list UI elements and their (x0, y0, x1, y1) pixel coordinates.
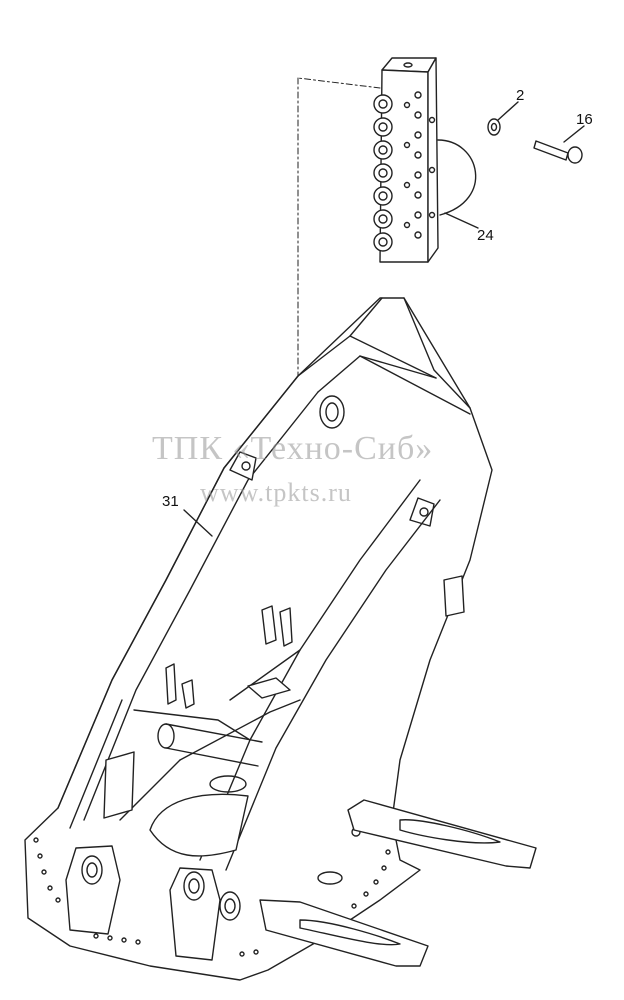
hydraulic-valve-block (373, 57, 439, 263)
lower-pivot-lugs (65, 845, 241, 961)
slew-ring (149, 775, 249, 857)
callout-2: 2 (516, 87, 525, 104)
left-outrigger (259, 899, 429, 967)
right-ear-boss (409, 497, 435, 527)
leader-24-tail (444, 212, 479, 229)
callout-31: 31 (162, 493, 179, 510)
leader-31 (183, 509, 213, 537)
callout-24: 24 (477, 227, 494, 244)
boom-frame (24, 297, 493, 981)
block-side-holes (403, 91, 436, 239)
callout-16: 16 (576, 111, 593, 128)
watermark-company: ТПК «Техно-Сиб» (152, 430, 434, 467)
right-outrigger (347, 799, 537, 869)
watermark-url: www.tpkts.ru (200, 478, 352, 507)
left-ear-boss (229, 451, 257, 481)
base-holes (33, 827, 391, 957)
leader-2 (497, 101, 519, 121)
block-fittings (373, 94, 393, 252)
washer (487, 101, 519, 136)
bolt (533, 125, 585, 164)
upper-pin-boss (319, 395, 345, 429)
leader-24 (437, 139, 477, 216)
leader-16 (563, 125, 585, 143)
cross-tube (157, 723, 263, 767)
mid-brackets (103, 575, 465, 819)
